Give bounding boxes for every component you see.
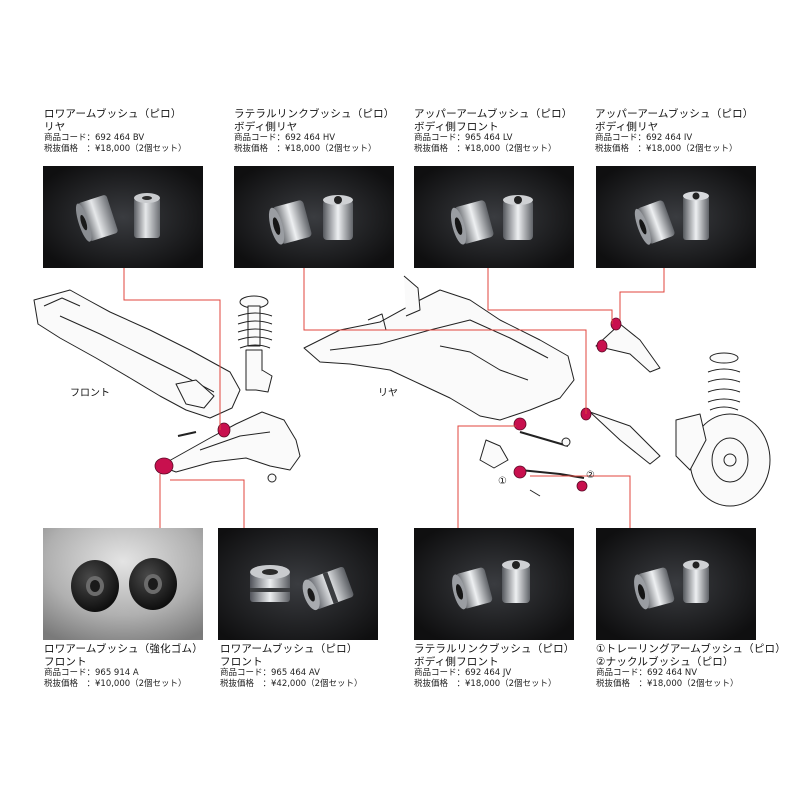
leader-line-2: [303, 268, 587, 414]
bushing-lateral-rear: [580, 407, 592, 421]
product-code-2: 商品コード：692 464 HV: [234, 133, 336, 143]
product-caption-1: ロワアームブッシュ（ピロ） リヤ 商品コード：692 464 BV 税抜価格 ：…: [44, 108, 187, 155]
product-photo-3: [414, 166, 574, 268]
product-caption-3: アッパーアームブッシュ（ピロ） ボディ側フロント 商品コード：965 464 L…: [414, 108, 573, 155]
product-price-4: 税抜価格 ：¥18,000（2個セット）: [595, 144, 738, 154]
product-name-1b: リヤ: [44, 120, 66, 133]
product-caption-7: ラテラルリンクブッシュ（ピロ） ボディ側フロント 商品コード：692 464 J…: [414, 643, 575, 690]
product-code-6: 商品コード：965 464 AV: [220, 668, 320, 678]
front-label: フロント: [70, 388, 110, 399]
leader-line-1: [123, 268, 221, 430]
front-lower-arm: [159, 411, 301, 483]
product-caption-8: ①トレーリングアームブッシュ（ピロ） ②ナックルブッシュ（ピロ） 商品コード：6…: [596, 643, 786, 690]
bushing-pair-image-8: [596, 528, 756, 640]
product-name-2a: ラテラルリンクブッシュ（ピロ）: [234, 108, 395, 120]
product-photo-4: [596, 166, 756, 268]
product-name-7b: ボディ側フロント: [414, 655, 499, 668]
product-price-6: 税抜価格 ：¥42,000（2個セット）: [220, 679, 363, 689]
bushing-pair-image-6: [218, 528, 378, 640]
product-name-7a: ラテラルリンクブッシュ（ピロ）: [414, 643, 575, 655]
product-code-5: 商品コード：965 914 A: [44, 668, 139, 678]
product-name-3a: アッパーアームブッシュ（ピロ）: [414, 108, 573, 120]
product-name-5a: ロワアームブッシュ（強化ゴム）: [44, 643, 203, 655]
product-name-8a: ①トレーリングアームブッシュ（ピロ）: [596, 643, 786, 655]
product-price-3: 税抜価格 ：¥18,000（2個セット）: [414, 144, 557, 154]
product-code-4: 商品コード：692 464 IV: [595, 133, 693, 143]
product-caption-2: ラテラルリンクブッシュ（ピロ） ボディ側リヤ 商品コード：692 464 HV …: [234, 108, 395, 155]
bushing-pair-image-1: [43, 166, 203, 268]
bushing-lateral-front: [513, 417, 527, 431]
leader-line-6: [170, 479, 245, 528]
bushing-front-lower-rear: [154, 457, 174, 475]
rear-subframe: [303, 275, 575, 469]
bushing-front-lower-front: [217, 422, 231, 438]
bushing-trailing: [513, 465, 527, 479]
product-name-8b: ②ナックルブッシュ（ピロ）: [596, 655, 734, 668]
product-code-7: 商品コード：692 464 JV: [414, 668, 512, 678]
front-strut: [237, 295, 273, 393]
leader-line-7: [457, 425, 516, 528]
product-name-2b: ボディ側リヤ: [234, 120, 298, 133]
product-name-6a: ロワアームブッシュ（ピロ）: [220, 643, 358, 655]
product-name-4b: ボディ側リヤ: [595, 120, 659, 133]
product-code-1: 商品コード：692 464 BV: [44, 133, 145, 143]
bushing-rear-upper-2: [596, 339, 608, 353]
product-price-7: 税抜価格 ：¥18,000（2個セット）: [414, 679, 557, 689]
bushing-pair-image-2: [234, 166, 394, 268]
product-photo-6: [218, 528, 378, 640]
bushing-rear-upper-1: [610, 317, 622, 331]
product-photo-8: [596, 528, 756, 640]
leader-line-8: [530, 475, 631, 528]
product-name-3b: ボディ側フロント: [414, 120, 499, 133]
bushing-pair-image-7: [414, 528, 574, 640]
product-photo-7: [414, 528, 574, 640]
product-photo-5: [43, 528, 203, 640]
product-code-8: 商品コード：692 464 NV: [596, 668, 698, 678]
bushing-pair-image-3: [414, 166, 574, 268]
leader-line-3: [487, 268, 613, 324]
rear-upper-arm: [595, 323, 661, 373]
product-code-3: 商品コード：965 464 LV: [414, 133, 513, 143]
bushing-pair-image-5: [43, 528, 203, 640]
product-name-1a: ロワアームブッシュ（ピロ）: [44, 108, 182, 120]
product-price-1: 税抜価格 ：¥18,000（2個セット）: [44, 144, 187, 154]
product-photo-1: [43, 166, 203, 268]
front-subframe: [33, 289, 241, 419]
marker-2: ②: [586, 470, 595, 481]
product-name-6b: フロント: [220, 655, 263, 668]
rear-spring-hub: [675, 352, 771, 507]
product-caption-4: アッパーアームブッシュ（ピロ） ボディ側リヤ 商品コード：692 464 IV …: [595, 108, 754, 155]
bushing-knuckle: [576, 480, 588, 492]
product-name-5b: フロント: [44, 655, 87, 668]
product-caption-5: ロワアームブッシュ（強化ゴム） フロント 商品コード：965 914 A 税抜価…: [44, 643, 203, 690]
marker-1: ①: [498, 476, 507, 487]
rear-lower-links: [519, 411, 661, 497]
product-photo-2: [234, 166, 394, 268]
product-caption-6: ロワアームブッシュ（ピロ） フロント 商品コード：965 464 AV 税抜価格…: [220, 643, 363, 690]
product-price-5: 税抜価格 ：¥10,000（2個セット）: [44, 679, 187, 689]
rear-label: リヤ: [378, 388, 398, 399]
product-price-8: 税抜価格 ：¥18,000（2個セット）: [596, 679, 739, 689]
product-name-4a: アッパーアームブッシュ（ピロ）: [595, 108, 754, 120]
leader-line-4: [619, 268, 665, 320]
bushing-pair-image-4: [596, 166, 756, 268]
product-price-2: 税抜価格 ：¥18,000（2個セット）: [234, 144, 377, 154]
